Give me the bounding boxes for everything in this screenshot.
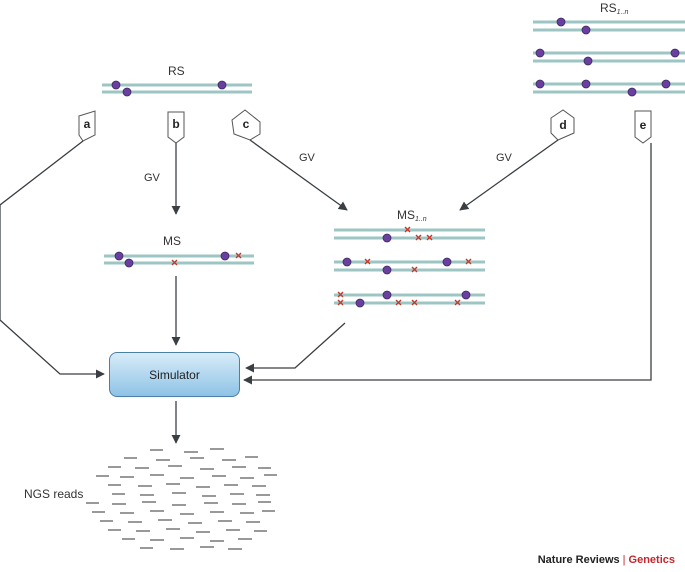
journal-name: Nature Reviews	[537, 554, 620, 566]
arrow-ms-set-to-simulator	[245, 322, 346, 373]
ngs-reads-cloud	[86, 448, 277, 550]
pathway-b-tag	[167, 111, 185, 144]
gv-label-b: GV	[144, 172, 160, 184]
pathway-d-label: d	[559, 118, 567, 132]
reference-sequence	[102, 80, 252, 97]
gv-label-d: GV	[496, 152, 512, 164]
footer-separator: |	[622, 554, 626, 566]
pathway-e-tag	[634, 110, 652, 144]
rs-label: RS	[168, 64, 185, 78]
simulator-box: Simulator	[109, 352, 240, 397]
journal-section: Genetics	[628, 554, 675, 566]
rs-set-label-base: RS	[600, 1, 617, 15]
reference-sequences-set	[533, 17, 685, 97]
pathway-b-label: b	[172, 117, 180, 131]
pathway-d-tag	[550, 109, 575, 141]
pathway-e-label: e	[639, 118, 647, 132]
rs-set-label-sub: 1..n	[616, 9, 629, 16]
arrow-d-to-ms-set	[459, 139, 559, 211]
mutated-sequences-set	[334, 226, 485, 308]
rs-set-label: RS1..n	[600, 1, 628, 16]
pathway-c-tag	[231, 109, 261, 141]
ms-label: MS	[163, 234, 181, 248]
journal-footer: Nature Reviews|Genetics	[538, 554, 675, 566]
pathway-a-label: a	[83, 117, 91, 131]
arrow-e-to-simulator	[243, 143, 652, 385]
ms-set-label: MS1..n	[397, 208, 427, 223]
arrow-c-to-ms-set	[249, 139, 348, 211]
simulator-label: Simulator	[149, 367, 200, 382]
arrow-a-to-simulator	[0, 140, 105, 379]
ngs-reads-label: NGS reads	[24, 487, 84, 501]
ms-set-label-sub: 1..n	[415, 216, 427, 223]
ms-set-label-base: MS	[397, 208, 415, 222]
pathway-a-tag	[78, 110, 96, 142]
gv-label-c: GV	[299, 152, 315, 164]
mutated-sequence	[104, 251, 254, 268]
pathway-c-label: c	[242, 117, 250, 131]
